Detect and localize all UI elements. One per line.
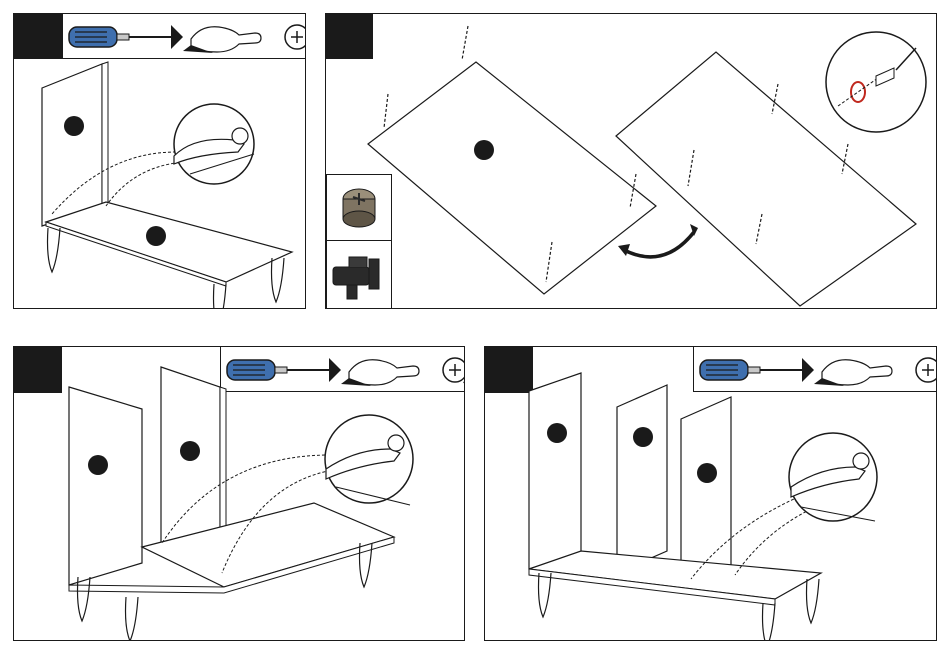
step-panel-1 — [13, 13, 306, 309]
flip-arrow-icon — [624, 232, 694, 257]
step-panel-3 — [13, 346, 465, 641]
part-label-dot — [180, 441, 200, 461]
cam-lock-nut-thumbnail — [326, 174, 392, 241]
part-label-dot — [697, 463, 717, 483]
part-label-dot — [633, 427, 653, 447]
step-panel-2 — [325, 13, 937, 309]
assembly-illustration — [14, 14, 306, 309]
part-label-dot — [146, 226, 166, 246]
step-panel-4 — [484, 346, 937, 641]
assembly-illustration — [14, 347, 465, 641]
cam-lock-nut-icon — [327, 175, 391, 239]
part-label-dot — [474, 140, 494, 160]
shelf-pin-thumbnail — [326, 240, 392, 309]
part-label-dot — [547, 423, 567, 443]
assembly-illustration — [485, 347, 937, 641]
shelf-support-pin-icon — [327, 241, 391, 309]
part-label-dot — [88, 455, 108, 475]
assembly-illustration — [326, 14, 937, 309]
part-label-dot — [64, 116, 84, 136]
